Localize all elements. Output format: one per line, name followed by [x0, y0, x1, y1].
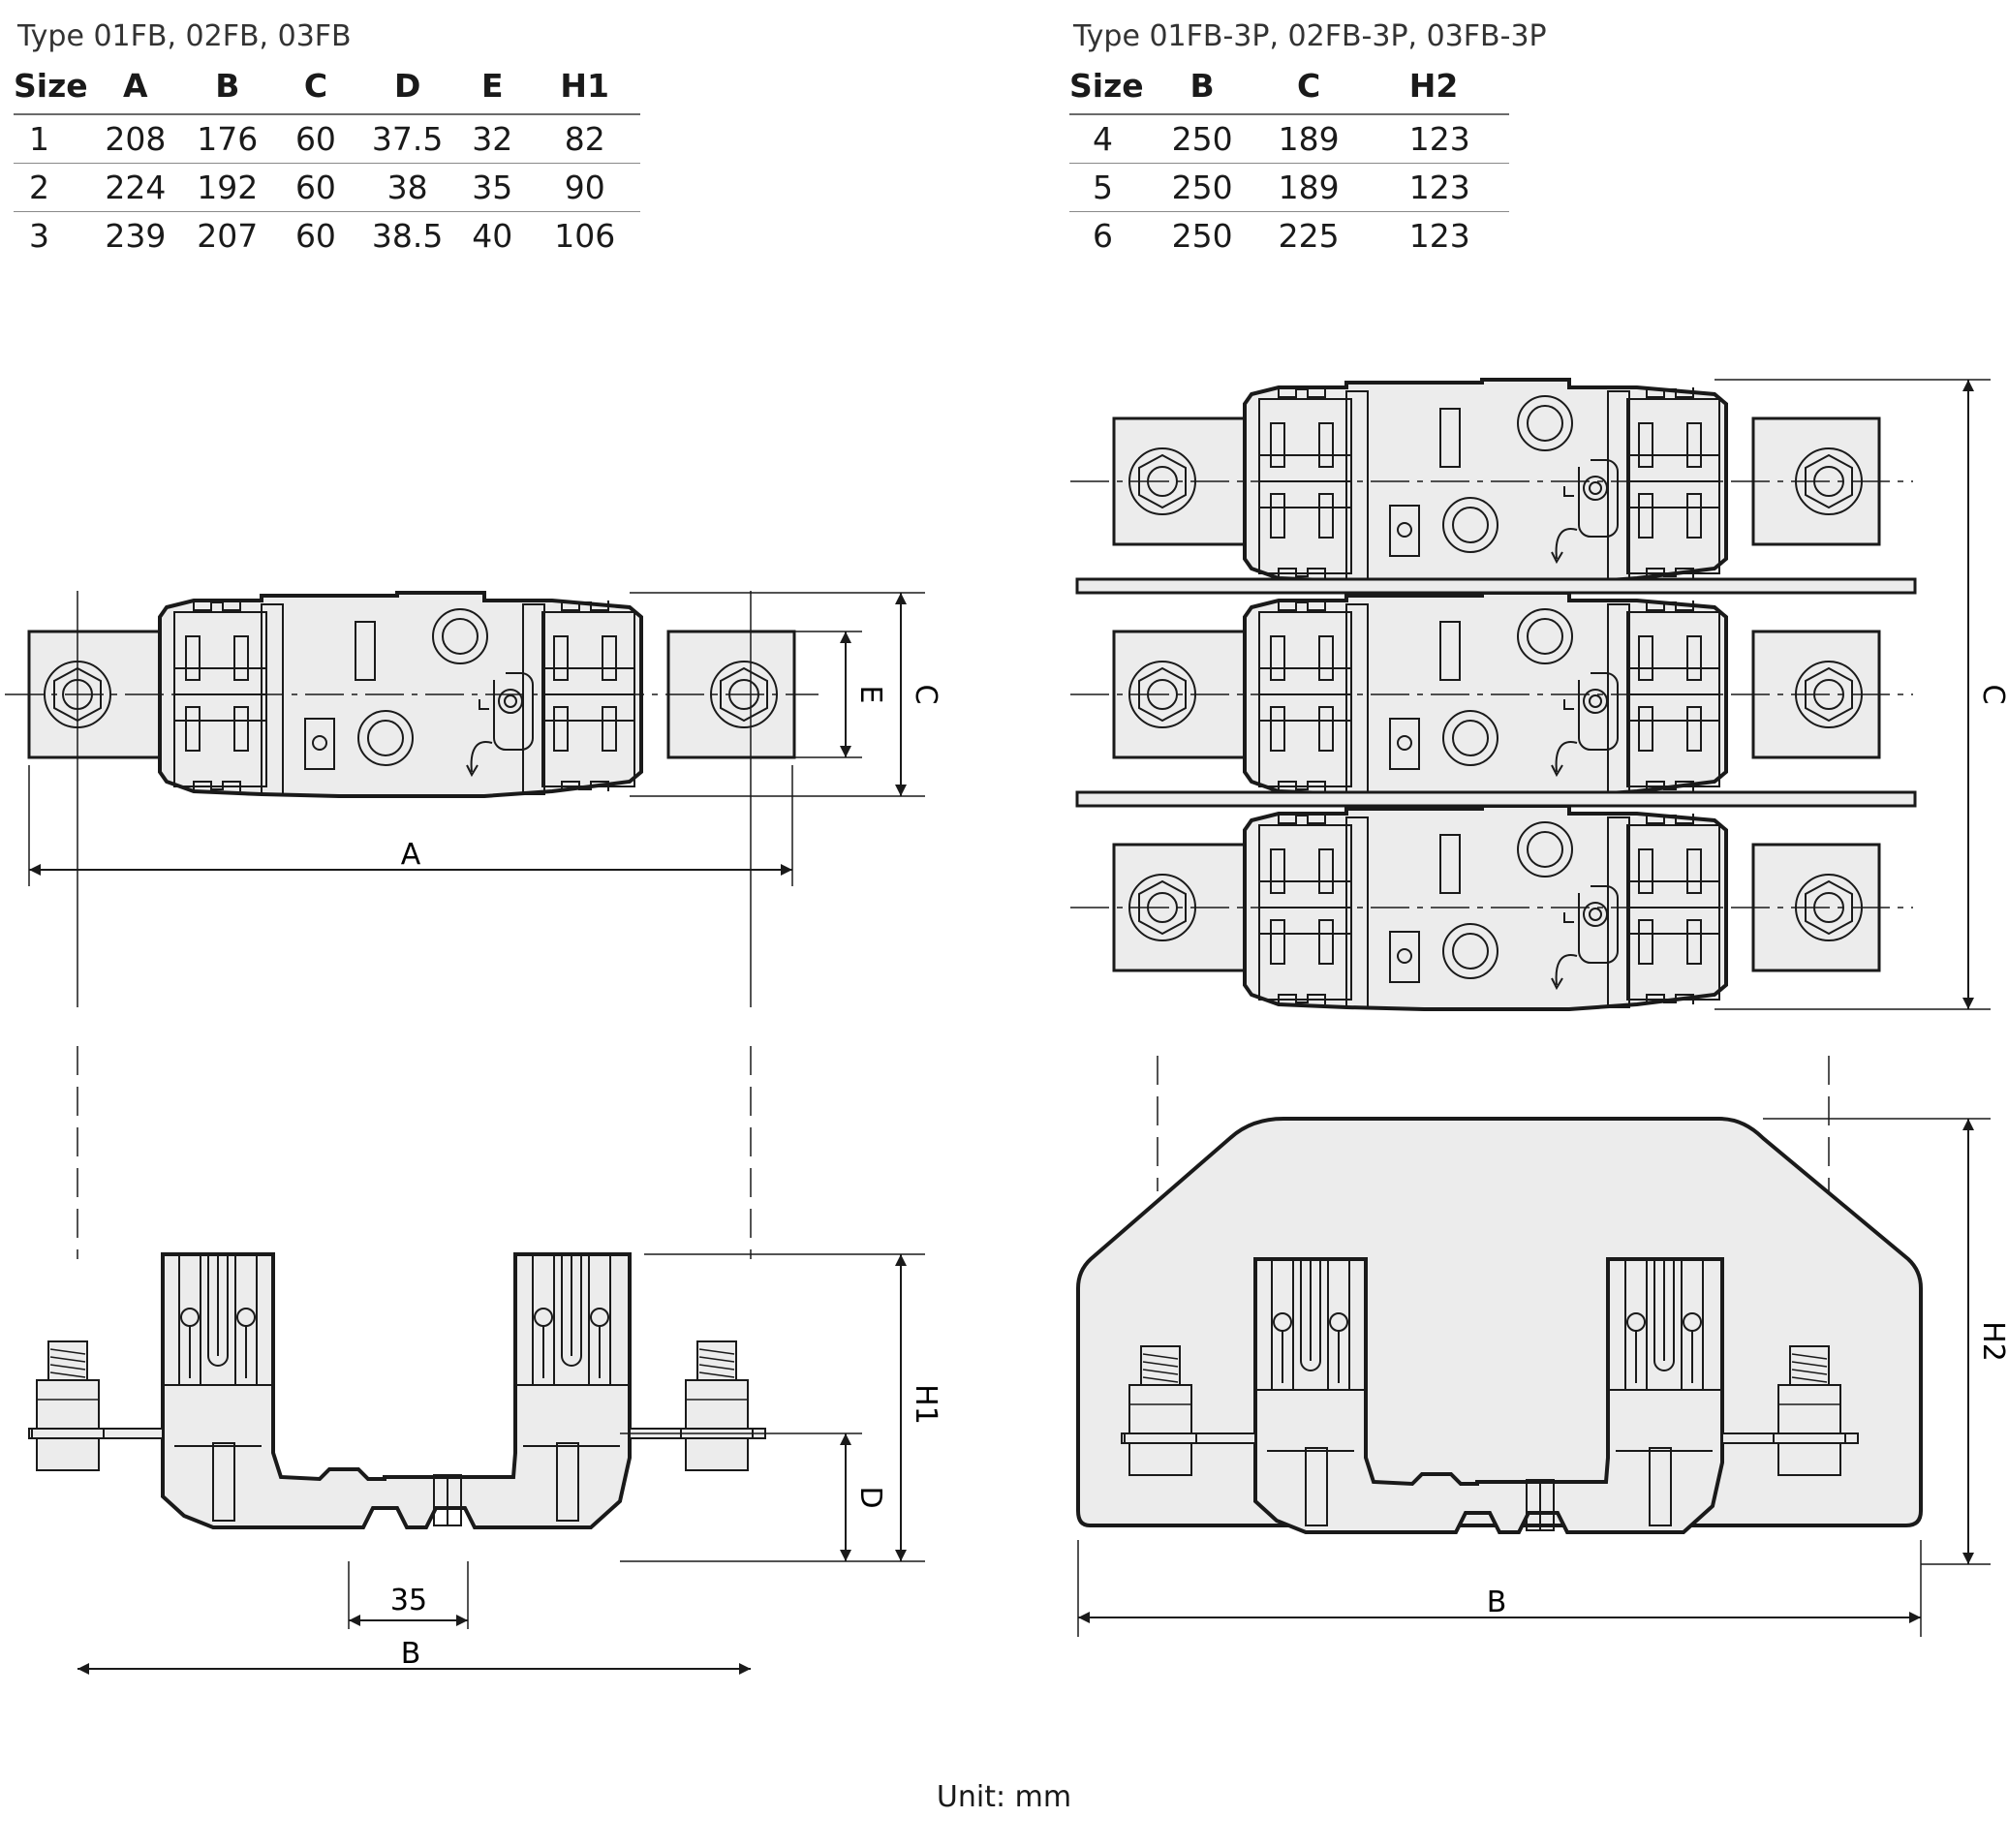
dim-label-a: A [401, 838, 421, 872]
col-header-h2: H2 [1356, 57, 1509, 115]
cell-c: 225 [1278, 217, 1340, 255]
dim-label-h2: H2 [1976, 1321, 2008, 1362]
table-row: 2 224 192 60 38 35 90 [14, 163, 640, 212]
col-header-size: Size [1069, 57, 1144, 115]
cell-size: 2 [14, 163, 88, 212]
cell-a: 239 [105, 217, 167, 255]
dim-label-e: E [853, 686, 887, 704]
cell-size: 4 [1069, 114, 1144, 164]
cell-h2: 123 [1408, 217, 1470, 255]
col-header-h1: H1 [529, 57, 640, 115]
cell-size: 6 [1093, 217, 1113, 255]
spec-table-3p: Type 01FB-3P, 02FB-3P, 03FB-3P Size B C … [1069, 19, 1547, 260]
col-header-e: E [455, 57, 530, 115]
dimension-table: Size B C H2 4 250 189 123 5 250 189 123 … [1069, 57, 1509, 260]
dim-label-b-3p: B [1487, 1586, 1507, 1619]
cell-d: 38.5 [371, 217, 444, 255]
col-header-c: C [271, 57, 360, 115]
cell-c: 189 [1260, 163, 1357, 212]
cell-c: 60 [271, 163, 360, 212]
cell-c: 60 [271, 114, 360, 164]
table-row: 1 208 176 60 37.5 32 82 [14, 114, 640, 164]
table-header-row: Size B C H2 [1069, 57, 1509, 115]
cell-b: 250 [1171, 217, 1233, 255]
dim-label-b: B [401, 1637, 421, 1671]
cell-e: 32 [455, 114, 530, 164]
cell-h1: 90 [529, 163, 640, 212]
dim-label-35: 35 [390, 1584, 427, 1617]
table-row: 3 239 207 60 38.5 40 106 [14, 212, 640, 261]
cell-e: 40 [472, 217, 513, 255]
table-row: 4 250 189 123 [1069, 114, 1509, 164]
cell-size: 5 [1069, 163, 1144, 212]
cell-c: 60 [294, 217, 336, 255]
table-title: Type 01FB-3P, 02FB-3P, 03FB-3P [1073, 19, 1547, 53]
cell-h1: 82 [529, 114, 640, 164]
cell-b: 207 [197, 217, 259, 255]
cell-e: 35 [455, 163, 530, 212]
cell-b: 250 [1143, 163, 1261, 212]
col-header-a: A [87, 57, 183, 115]
cell-h2: 123 [1356, 163, 1509, 212]
cell-h1: 106 [554, 217, 616, 255]
cell-size: 3 [29, 217, 49, 255]
spec-table-single: Type 01FB, 02FB, 03FB Size A B C D E H1 … [14, 19, 640, 260]
cell-d: 37.5 [359, 114, 456, 164]
col-header-c: C [1260, 57, 1357, 115]
cell-b: 250 [1143, 114, 1261, 164]
cell-d: 38 [359, 163, 456, 212]
table-title: Type 01FB, 02FB, 03FB [17, 19, 352, 53]
col-header-d: D [359, 57, 456, 115]
cell-h2: 123 [1356, 114, 1509, 164]
table-row: 6 250 225 123 [1069, 212, 1509, 261]
dim-label-c: C [909, 685, 942, 705]
col-header-b: B [182, 57, 272, 115]
cell-size: 1 [14, 114, 88, 164]
dim-label-h1: H1 [909, 1384, 942, 1425]
col-header-size: Size [14, 57, 88, 115]
table-row: 5 250 189 123 [1069, 163, 1509, 212]
cell-b: 192 [182, 163, 272, 212]
unit-note: Unit: mm [936, 1780, 1072, 1814]
dimension-table: Size A B C D E H1 1 208 176 60 37.5 32 8… [14, 57, 640, 260]
dim-label-d: D [853, 1486, 887, 1508]
cell-a: 208 [87, 114, 183, 164]
cell-c: 189 [1260, 114, 1357, 164]
dim-label-c-3p: C [1976, 685, 2008, 705]
col-header-b: B [1143, 57, 1261, 115]
table-header-row: Size A B C D E H1 [14, 57, 640, 115]
cell-a: 224 [87, 163, 183, 212]
cell-b: 176 [182, 114, 272, 164]
